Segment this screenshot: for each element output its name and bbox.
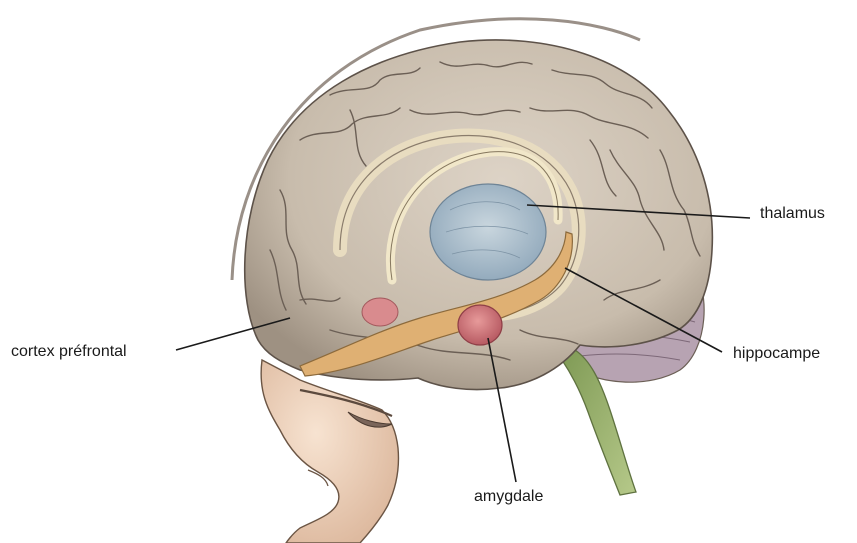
label-prefrontal-cortex: cortex préfrontal [11,343,127,361]
face-skin [261,360,398,543]
thalamus-structure [430,184,546,280]
face-profile [261,360,398,543]
prefrontal-nucleus [362,298,398,326]
label-hippocampus: hippocampe [733,345,820,363]
amygdala-structure [458,305,502,345]
label-amygdala: amygdale [474,488,543,506]
label-thalamus: thalamus [760,205,825,223]
